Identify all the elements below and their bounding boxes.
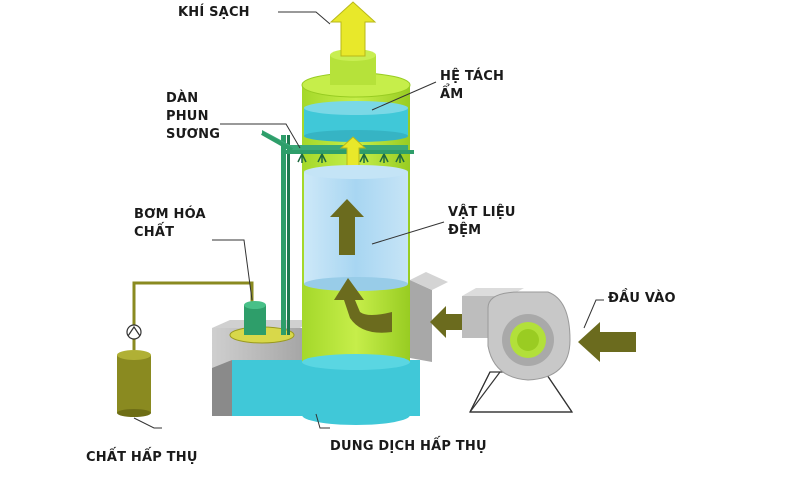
label-pump-line2: CHẤT [134, 225, 175, 240]
spray-nozzles [297, 153, 405, 163]
inlet-arrow [578, 322, 636, 362]
label-spray-line2: PHUN [166, 109, 209, 124]
gas-up-arrow [330, 199, 364, 255]
label-demister-line1: HỆ TÁCH [440, 69, 505, 84]
label-packing-line1: VẬT LIỆU [448, 205, 516, 220]
label-absorbent: CHẤT HẤP THỤ [86, 450, 198, 465]
duct-flow-arrow [430, 306, 472, 338]
leader-lines [133, 11, 604, 429]
label-spray: DÀN PHUN SƯƠNG [166, 90, 220, 144]
gas-curve-arrow [334, 278, 392, 333]
label-inlet: ĐẦU VÀO [608, 291, 676, 306]
label-packing-line2: ĐỆM [448, 223, 482, 238]
label-demister: HỆ TÁCH ẨM [440, 68, 504, 104]
label-demister-line2: ẨM [440, 87, 464, 102]
chemical-pump [229, 301, 295, 344]
clean-gas-arrow [329, 1, 377, 57]
valve-icon [126, 324, 142, 340]
packing-bed [304, 165, 408, 291]
demister-layer [304, 101, 408, 142]
absorbent-tank [117, 350, 151, 417]
blower-fan [462, 288, 574, 413]
label-pump-line1: BƠM HÓA [134, 207, 206, 222]
label-spray-line3: SƯƠNG [166, 127, 221, 142]
label-clean-gas: KHÍ SẠCH [178, 5, 250, 20]
label-solution: DUNG DỊCH HẤP THỤ [330, 439, 487, 454]
label-packing: VẬT LIỆU ĐỆM [448, 204, 516, 240]
spray-feed-pipe [281, 135, 290, 335]
updraft-arrow-small [339, 136, 367, 167]
label-spray-line1: DÀN [166, 91, 199, 106]
absorbent-pipe [132, 281, 254, 350]
outlet-neck [330, 49, 376, 85]
inlet-duct [410, 272, 448, 362]
label-pump: BƠM HÓA CHẤT [134, 206, 206, 242]
